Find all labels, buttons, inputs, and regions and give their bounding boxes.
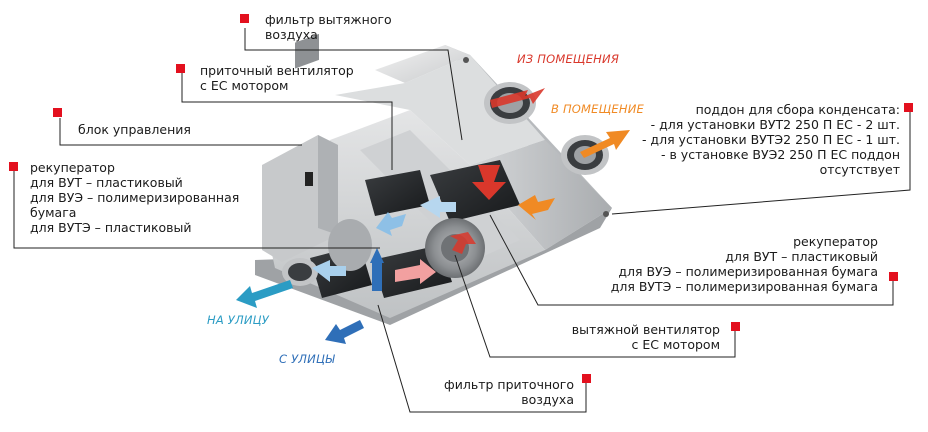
marker-exhaust-fan xyxy=(731,322,740,331)
label-line: воздуха xyxy=(265,27,318,42)
label-line: поддон для сбора конденсата: xyxy=(695,102,900,117)
label-line: фильтр приточного xyxy=(444,377,574,392)
label-line: отсутствует xyxy=(819,162,900,177)
label-condensate-tray: поддон для сбора конденсата: - для устан… xyxy=(642,102,900,177)
arrow-exhaust-pink xyxy=(395,259,436,284)
arrow-from-room xyxy=(490,88,545,108)
label-supply-filter: фильтр приточного воздуха xyxy=(444,377,574,407)
label-line: приточный вентилятор xyxy=(200,63,354,78)
arrow-outside xyxy=(236,280,293,308)
label-line: бумага xyxy=(30,205,77,220)
duct-outside xyxy=(282,258,318,286)
flow-to-room: В ПОМЕЩЕНИЕ xyxy=(551,102,644,116)
marker-control-block xyxy=(53,108,62,117)
arrow-supply-up-shaft xyxy=(372,263,382,291)
leader-lines xyxy=(13,28,911,413)
label-control-block: блок управления xyxy=(78,122,191,137)
flow-from-outside: С УЛИЦЫ xyxy=(279,352,335,366)
arrow-into-exchanger-top xyxy=(472,165,506,200)
marker-supply-fan xyxy=(176,64,185,73)
marker-condensate-tray xyxy=(904,103,913,112)
marker-supply-filter xyxy=(582,374,591,383)
label-line: воздуха xyxy=(521,392,574,407)
arrow-to-room-inner xyxy=(518,195,555,220)
label-recuperator-right: рекуператор для ВУТ – пластиковый для ВУ… xyxy=(611,234,878,294)
leader-exhaust-fan xyxy=(454,254,736,358)
arrow-exhaust-fan xyxy=(450,232,476,254)
leader-exhaust-filter xyxy=(244,28,463,141)
arrow-outside-inner xyxy=(312,260,346,282)
label-exhaust-fan: вытяжной вентилятор с ЕС мотором xyxy=(572,322,720,352)
arrow-to-room xyxy=(580,130,630,158)
marker-recuperator-right xyxy=(889,272,898,281)
marker-recuperator-left xyxy=(9,162,18,171)
flow-outside: НА УЛИЦУ xyxy=(207,313,269,327)
label-line: - в установке ВУЭ2 250 П ЕС поддон xyxy=(660,147,900,162)
leader-recuperator-left xyxy=(13,170,380,249)
arrow-supply-top-2 xyxy=(420,196,456,218)
label-line: с ЕС мотором xyxy=(631,337,720,352)
label-exhaust-filter: фильтр вытяжного воздуха xyxy=(265,12,392,42)
label-line: - для установки ВУТЭ2 250 П ЕС - 1 шт. xyxy=(641,132,900,147)
label-recuperator-left: рекуператор для ВУТ – пластиковый для ВУ… xyxy=(30,160,239,235)
label-line: с ЕС мотором xyxy=(200,78,289,93)
arrow-supply-up xyxy=(370,248,384,263)
label-line: для ВУТЭ – пластиковый xyxy=(30,220,192,235)
label-line: фильтр вытяжного xyxy=(265,12,392,27)
label-line: вытяжной вентилятор xyxy=(571,322,720,337)
label-supply-fan: приточный вентилятор с ЕС мотором xyxy=(200,63,354,93)
arrow-supply-top-1 xyxy=(376,212,406,236)
airflow-arrows xyxy=(236,88,630,344)
label-line: рекуператор xyxy=(793,234,878,249)
label-line: рекуператор xyxy=(30,160,115,175)
label-line: для ВУТ – пластиковый xyxy=(30,175,183,190)
leader-supply-filter xyxy=(377,304,587,413)
label-line: блок управления xyxy=(78,122,191,137)
label-line: для ВУЭ – полимеризированная бумага xyxy=(618,264,878,279)
marker-exhaust-filter xyxy=(240,14,249,23)
leader-control-block xyxy=(59,118,302,146)
label-line: для ВУТ – пластиковый xyxy=(725,249,878,264)
leader-recuperator-right xyxy=(489,214,894,306)
flow-from-room: ИЗ ПОМЕЩЕНИЯ xyxy=(517,52,620,66)
leader-supply-fan xyxy=(181,72,393,170)
leader-condensate-tray xyxy=(611,110,911,215)
arrow-from-outside xyxy=(325,320,364,344)
label-line: для ВУЭ – полимеризированная xyxy=(30,190,240,205)
label-line: для ВУТЭ – полимеризированная бумага xyxy=(610,279,878,294)
label-line: - для установки ВУТ2 250 П ЕС - 2 шт. xyxy=(650,117,900,132)
